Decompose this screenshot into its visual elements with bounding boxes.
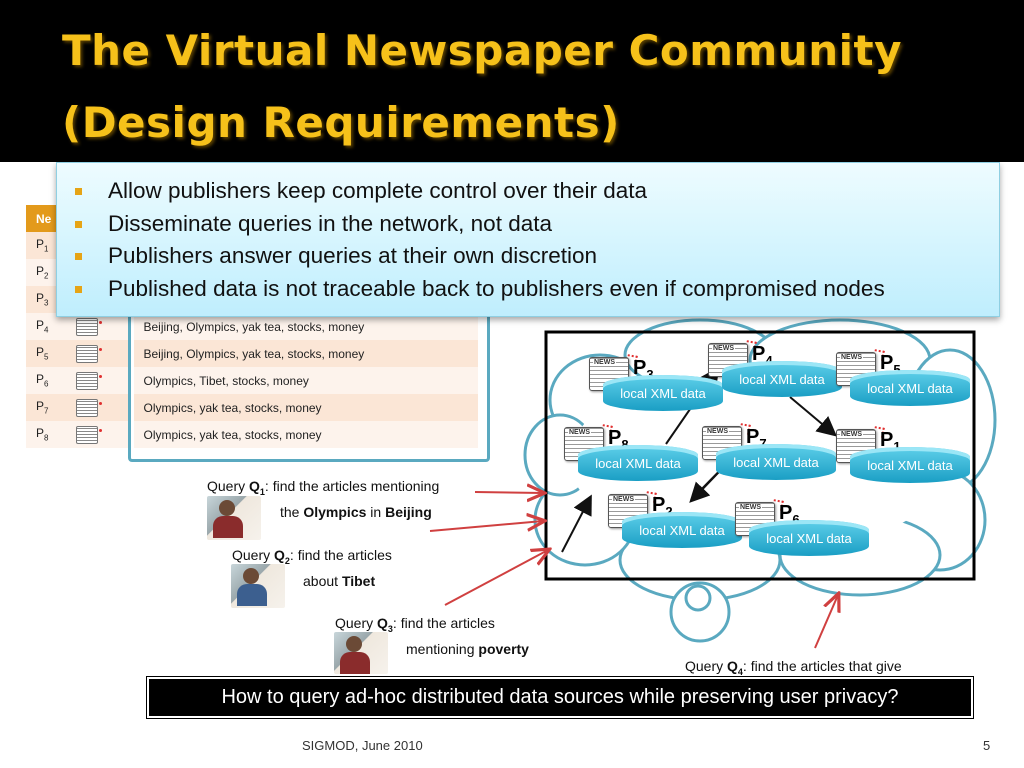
- local-data-store: local XML data: [716, 444, 836, 480]
- publisher-node-p1: NEWS P1 local XML data: [836, 426, 970, 483]
- newspaper-icon: [66, 421, 132, 448]
- slide-subtitle: (Design Requirements): [62, 98, 620, 147]
- local-data-store: local XML data: [622, 512, 742, 548]
- publisher-cell: P7: [26, 394, 66, 421]
- publisher-node-p3: NEWS P3 local XML data: [589, 354, 723, 411]
- newspaper-icon: [66, 367, 132, 394]
- publisher-node-p2: NEWS P2 local XML data: [608, 491, 742, 548]
- local-data-store: local XML data: [722, 361, 842, 397]
- node-label: P1: [880, 429, 901, 454]
- keywords-cell: Olympics, yak tea, stocks, money: [130, 394, 478, 421]
- publisher-cell: P8: [26, 421, 66, 448]
- local-data-store: local XML data: [749, 520, 869, 556]
- query-q1: Query Q1: find the articles mentioning t…: [207, 478, 440, 520]
- node-label: P3: [633, 357, 654, 382]
- newspaper-icon: [66, 394, 132, 421]
- query-q4: Query Q4: find the articles that give: [685, 658, 902, 677]
- query-arrows: [429, 492, 838, 649]
- publisher-cell: P5: [26, 340, 66, 367]
- user-photo: [231, 564, 285, 608]
- requirements-box: Allow publishers keep complete control o…: [56, 162, 1000, 317]
- query-q3: Query Q3: find the articles mentioning p…: [335, 615, 529, 657]
- newspaper-icon: [66, 313, 132, 340]
- network-frame: [544, 330, 976, 581]
- publisher-cell: P6: [26, 367, 66, 394]
- keywords-cell: Olympics, Tibet, stocks, money: [130, 367, 478, 394]
- user-photo: [334, 632, 388, 674]
- user-photo: [207, 496, 261, 540]
- table-row: P4 Beijing, Olympics, yak tea, stocks, m…: [26, 313, 478, 340]
- publisher-node-p7: NEWS P7 local XML data: [702, 423, 836, 480]
- node-label: P6: [779, 502, 800, 527]
- bullet-item: Published data is not traceable back to …: [71, 273, 999, 306]
- node-label: P4: [752, 343, 773, 368]
- query-q2: Query Q2: find the articles about Tibet: [232, 547, 392, 589]
- publisher-node-p4: NEWS P4 local XML data: [708, 340, 842, 397]
- bullet-item: Publishers answer queries at their own d…: [71, 240, 999, 273]
- bullet-item: Allow publishers keep complete control o…: [71, 175, 999, 208]
- table-row: P5 Beijing, Olympics, yak tea, stocks, m…: [26, 340, 478, 367]
- local-data-store: local XML data: [850, 370, 970, 406]
- publisher-node-p6: NEWS P6 local XML data: [735, 499, 869, 556]
- publisher-cell: P4: [26, 313, 66, 340]
- bullet-item: Disseminate queries in the network, not …: [71, 208, 999, 241]
- node-label: P2: [652, 494, 673, 519]
- page-number: 5: [983, 738, 991, 753]
- footer-venue: SIGMOD, June 2010: [302, 738, 423, 753]
- keywords-cell: Beijing, Olympics, yak tea, stocks, mone…: [130, 340, 478, 367]
- table-row: P7 Olympics, yak tea, stocks, money: [26, 394, 478, 421]
- newspaper-icon: [66, 340, 132, 367]
- title-bar: The Virtual Newspaper Community (Design …: [0, 0, 1024, 162]
- local-data-store: local XML data: [578, 445, 698, 481]
- node-label: P7: [746, 426, 767, 451]
- local-data-store: local XML data: [603, 375, 723, 411]
- slide-title: The Virtual Newspaper Community: [62, 26, 902, 75]
- table-row: P6 Olympics, Tibet, stocks, money: [26, 367, 478, 394]
- node-label: P8: [608, 427, 629, 452]
- publisher-node-p8: NEWS P8 local XML data: [564, 424, 698, 481]
- publisher-node-p5: NEWS P5 local XML data: [836, 349, 970, 406]
- keywords-cell: Beijing, Olympics, yak tea, stocks, mone…: [130, 313, 478, 340]
- question-banner: How to query ad-hoc distributed data sou…: [146, 676, 974, 719]
- local-data-store: local XML data: [850, 447, 970, 483]
- node-label: P5: [880, 352, 901, 377]
- table-row: P8 Olympics, yak tea, stocks, money: [26, 421, 478, 448]
- keywords-cell: Olympics, yak tea, stocks, money: [130, 421, 478, 448]
